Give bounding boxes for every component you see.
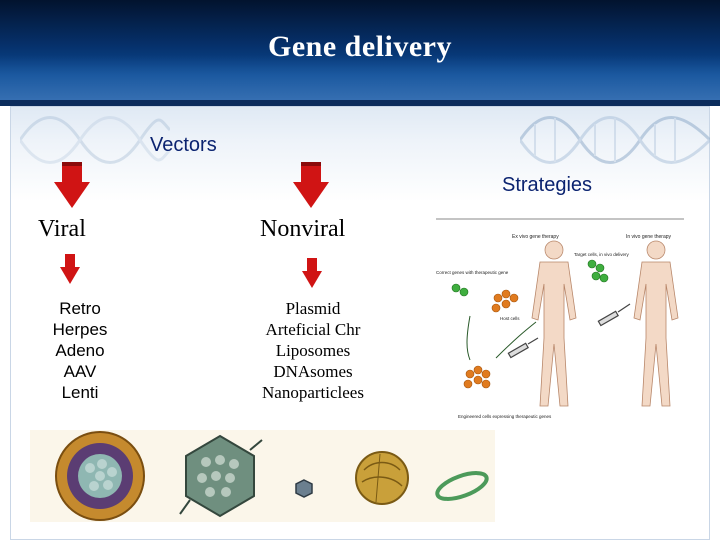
liposome-icon — [355, 451, 409, 505]
adenovirus-icon — [179, 434, 263, 518]
aav-icon — [295, 479, 313, 498]
list-item: Adeno — [55, 341, 105, 360]
list-item: Plasmid — [285, 299, 341, 318]
list-item: DNAsomes — [273, 362, 353, 381]
cell-cluster-icon — [463, 289, 519, 389]
target-cells-label: Target cells, in vivo delivery — [574, 252, 630, 257]
vectors-label: Vectors — [150, 134, 217, 156]
host-cells-label: Host cells — [500, 316, 520, 321]
process-arrow-icon — [466, 315, 537, 361]
list-item: Lenti — [61, 383, 99, 402]
vector-particles-icon — [451, 259, 609, 297]
herpes-virus-icon — [55, 431, 145, 521]
viral-heading: Viral — [38, 216, 86, 242]
list-item: Retro — [59, 299, 101, 318]
banner-glow — [0, 55, 720, 100]
engineered-cells-label: Engineered cells expressing therapeutic … — [458, 414, 552, 419]
viral-arrow-icon — [54, 162, 90, 208]
slide-title: Gene delivery — [268, 30, 452, 63]
viral-vector-list: Retro Herpes Adeno AAV Lenti — [30, 298, 130, 403]
title-banner: Gene delivery — [0, 0, 720, 100]
human-figure-left — [531, 240, 577, 407]
dna-helix-decoration-left — [20, 116, 170, 164]
in-vivo-title: In vivo gene therapy — [626, 234, 672, 240]
list-item: AAV — [63, 362, 97, 381]
vector-particles-strip — [30, 430, 495, 522]
nonviral-arrow-icon — [293, 162, 329, 208]
viral-small-arrow-icon — [60, 254, 80, 284]
list-item: Liposomes — [275, 341, 351, 360]
list-item: Arteficial Chr — [265, 320, 361, 339]
syringe-icon — [507, 303, 631, 359]
vector-particles-illustration — [55, 431, 489, 521]
nonviral-small-arrow-icon — [302, 258, 322, 288]
dna-helix-decoration — [520, 116, 710, 164]
ex-vivo-title: Ex vivo gene therapy — [512, 234, 559, 240]
strategies-label: Strategies — [502, 174, 593, 196]
list-item: Herpes — [52, 320, 108, 339]
banner-divider — [0, 100, 720, 106]
gene-therapy-strategy-figure: Ex vivo gene therapy In vivo gene therap… — [436, 218, 684, 424]
strategy-illustration: Ex vivo gene therapy In vivo gene therap… — [436, 218, 684, 419]
plasmid-icon — [435, 471, 489, 501]
nonviral-vector-list: Plasmid Arteficial Chr Liposomes DNAsome… — [238, 298, 388, 403]
nonviral-heading: Nonviral — [260, 216, 346, 242]
human-figure-right — [633, 240, 679, 407]
correct-genes-label: Correct genes with therapeutic gene — [436, 270, 509, 275]
list-item: Nanoparticlees — [262, 383, 364, 402]
